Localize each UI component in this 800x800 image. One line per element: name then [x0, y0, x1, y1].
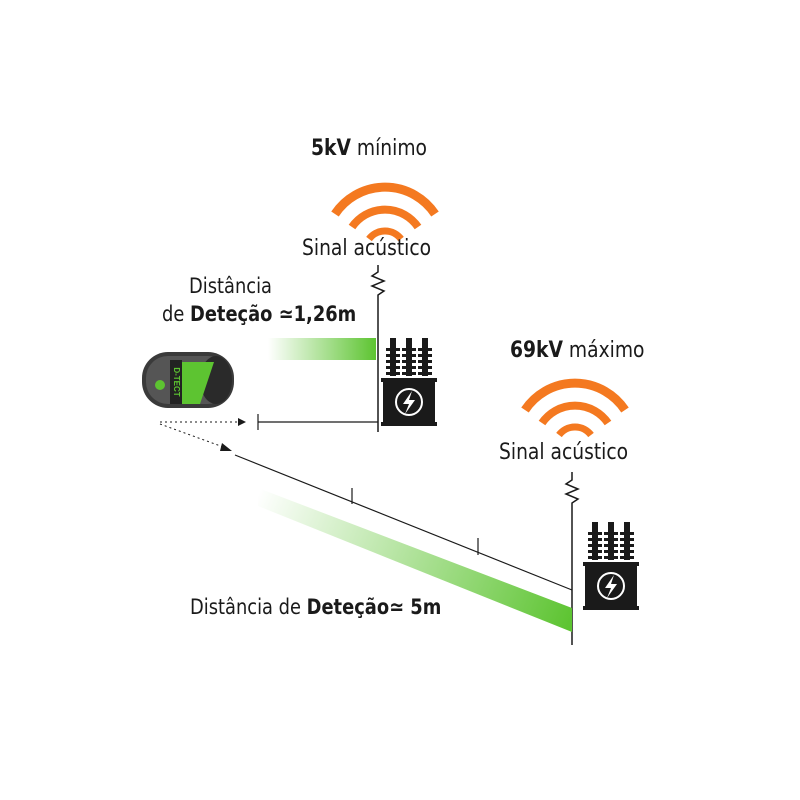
- text-bold: Deteção: [189, 302, 273, 326]
- distance-line: [234, 454, 573, 591]
- acoustic-signal-icon: [525, 383, 625, 435]
- signal-label: Sinal acústico: [499, 440, 629, 465]
- distance-value: ≃ 5m: [389, 595, 442, 619]
- transformer-icon: [381, 338, 437, 426]
- voltage-suffix: mínimo: [356, 136, 427, 161]
- transformer-icon: [583, 522, 639, 610]
- detection-range-bar: [258, 488, 572, 632]
- voltage-suffix: máximo: [568, 338, 645, 363]
- text-bold: Deteção: [306, 595, 390, 619]
- detection-range-bar: [268, 338, 376, 360]
- arrow-head: [220, 443, 232, 451]
- device-brand: D-TECT: [172, 367, 181, 396]
- signal-label: Sinal acústico: [302, 236, 432, 261]
- voltage-value: 5kV: [311, 136, 351, 161]
- min-voltage-label: 5kV mínimo: [311, 136, 427, 161]
- acoustic-signal-icon: [335, 187, 435, 239]
- text: de: [162, 302, 190, 326]
- text: Distância de: [190, 595, 307, 619]
- detector-device: D-TECT: [142, 352, 234, 408]
- max-voltage-label: 69kV máximo: [510, 338, 644, 363]
- far-distance-label: Distância de Deteção≃ 5m: [190, 595, 441, 619]
- voltage-value: 69kV: [510, 338, 563, 363]
- near-distance-line1: Distância: [189, 274, 272, 298]
- near-distance-line2: de Deteção ≃1,26m: [162, 302, 356, 326]
- dotted-arrow: [159, 423, 227, 449]
- arrow-head: [238, 418, 246, 426]
- cable-line: [370, 265, 386, 432]
- distance-value: ≃1,26m: [272, 302, 357, 326]
- cable-line: [564, 472, 580, 645]
